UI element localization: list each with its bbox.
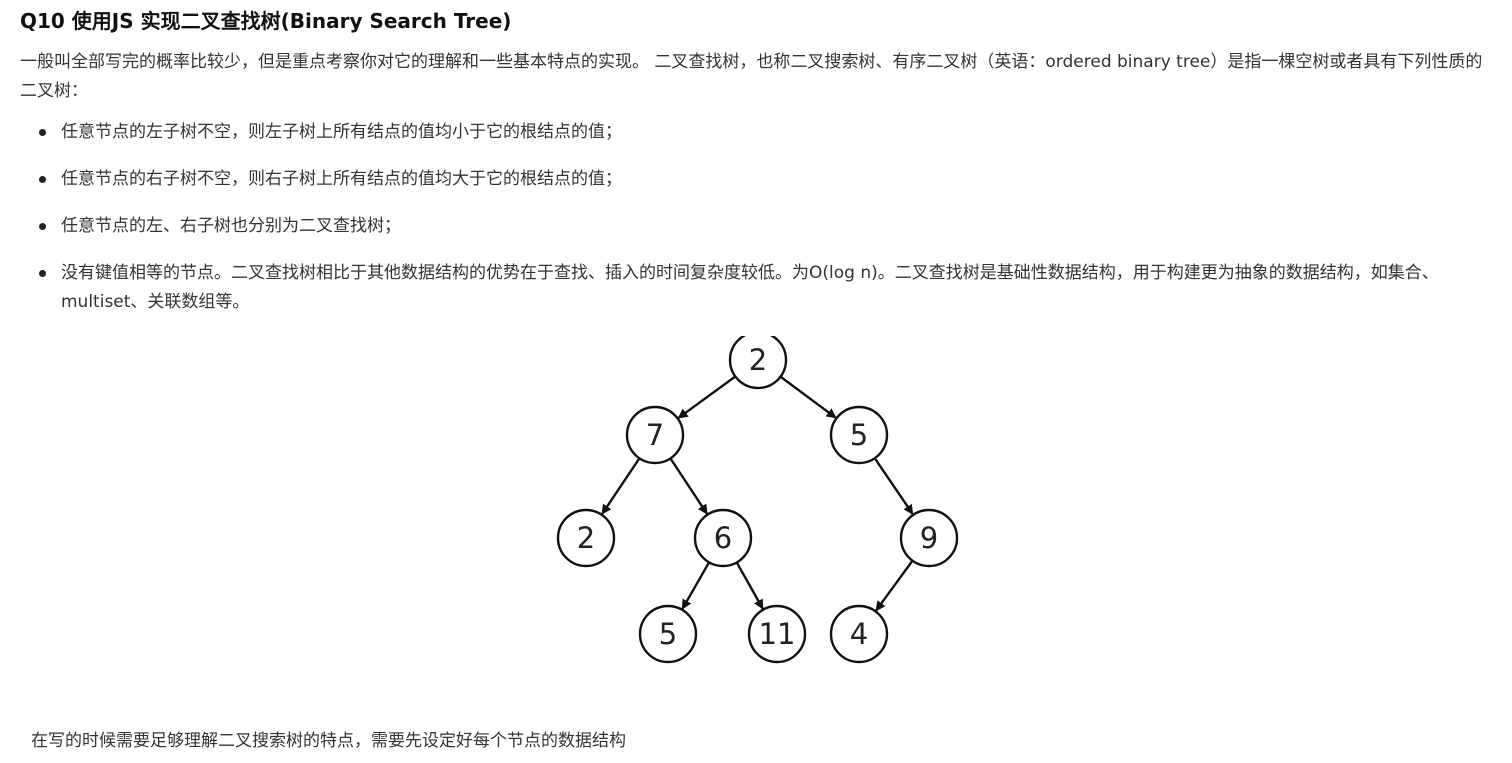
bullet-icon [39,176,46,183]
bullet-icon [39,129,46,136]
binary-tree-figure: 2 7 5 2 6 9 5 11 4 [553,330,959,666]
tree-node: 2 [728,330,788,390]
tree-node: 9 [899,508,959,568]
tree-node-label: 11 [759,617,796,651]
tree-node-label: 5 [850,418,868,452]
tree-node-label: 2 [749,343,767,377]
tree-node-circle [829,405,889,465]
tree-node-circle [693,508,753,568]
tree-edge-arrow [873,457,914,515]
tree-edge-arrow [735,561,764,610]
list-item-text: 任意节点的右子树不空，则右子树上所有结点的值均大于它的根结点的值； [61,169,622,189]
intro-paragraph: 一般叫全部写完的概率比较少，但是重点考察你对它的理解和一些基本特点的实现。 二叉… [20,52,1483,101]
tree-node: 2 [556,508,616,568]
list-item: 任意节点的左、右子树也分别为二叉查找树； [20,212,1498,241]
tree-node-circle [556,508,616,568]
bst-properties-list: 任意节点的左子树不空，则左子树上所有结点的值均小于它的根结点的值； 任意节点的右… [20,118,1498,317]
tree-node-label: 7 [646,418,664,452]
tree-node-circle [899,508,959,568]
tree-edge-arrow [779,375,837,419]
tree-edge-arrow [875,559,914,612]
tree-node: 4 [829,604,889,664]
tree-node-circle [625,405,685,465]
tree-edge-arrow [601,457,641,515]
binary-tree-diagram: 2 7 5 2 6 9 5 11 4 [556,330,959,664]
tree-node-circle [638,604,698,664]
tree-node: 5 [638,604,698,664]
list-item: 任意节点的右子树不空，则右子树上所有结点的值均大于它的根结点的值； [20,165,1498,194]
tree-node: 7 [625,405,685,465]
bullet-icon [39,223,46,230]
list-item-text: 任意节点的左、右子树也分别为二叉查找树； [61,216,401,236]
footer-note: 在写的时候需要足够理解二叉搜索树的特点，需要先设定好每个节点的数据结构 [31,731,626,751]
tree-node-label: 2 [577,521,595,555]
tree-edge-arrow [681,561,711,610]
bullet-icon [39,270,46,277]
tree-node: 5 [829,405,889,465]
list-item-text: 任意节点的左子树不空，则左子树上所有结点的值均小于它的根结点的值； [61,122,622,142]
tree-node-circle [747,604,807,664]
tree-node: 11 [747,604,807,664]
tree-node-label: 4 [850,617,868,651]
tree-edge-arrow [677,375,737,419]
list-item-text: 没有键值相等的节点。二叉查找树相比于其他数据结构的优势在于查找、插入的时间复杂度… [61,263,1439,312]
tree-node-circle [829,604,889,664]
tree-node-label: 5 [659,617,677,651]
list-item: 任意节点的左子树不空，则左子树上所有结点的值均小于它的根结点的值； [20,118,1498,147]
list-item: 没有键值相等的节点。二叉查找树相比于其他数据结构的优势在于查找、插入的时间复杂度… [20,259,1498,317]
tree-edge-arrow [669,457,709,515]
tree-node-label: 9 [920,521,938,555]
tree-node: 6 [693,508,753,568]
tree-node-label: 6 [714,521,732,555]
section-heading: Q10 使用JS 实现二叉查找树(Binary Search Tree) [20,9,512,33]
